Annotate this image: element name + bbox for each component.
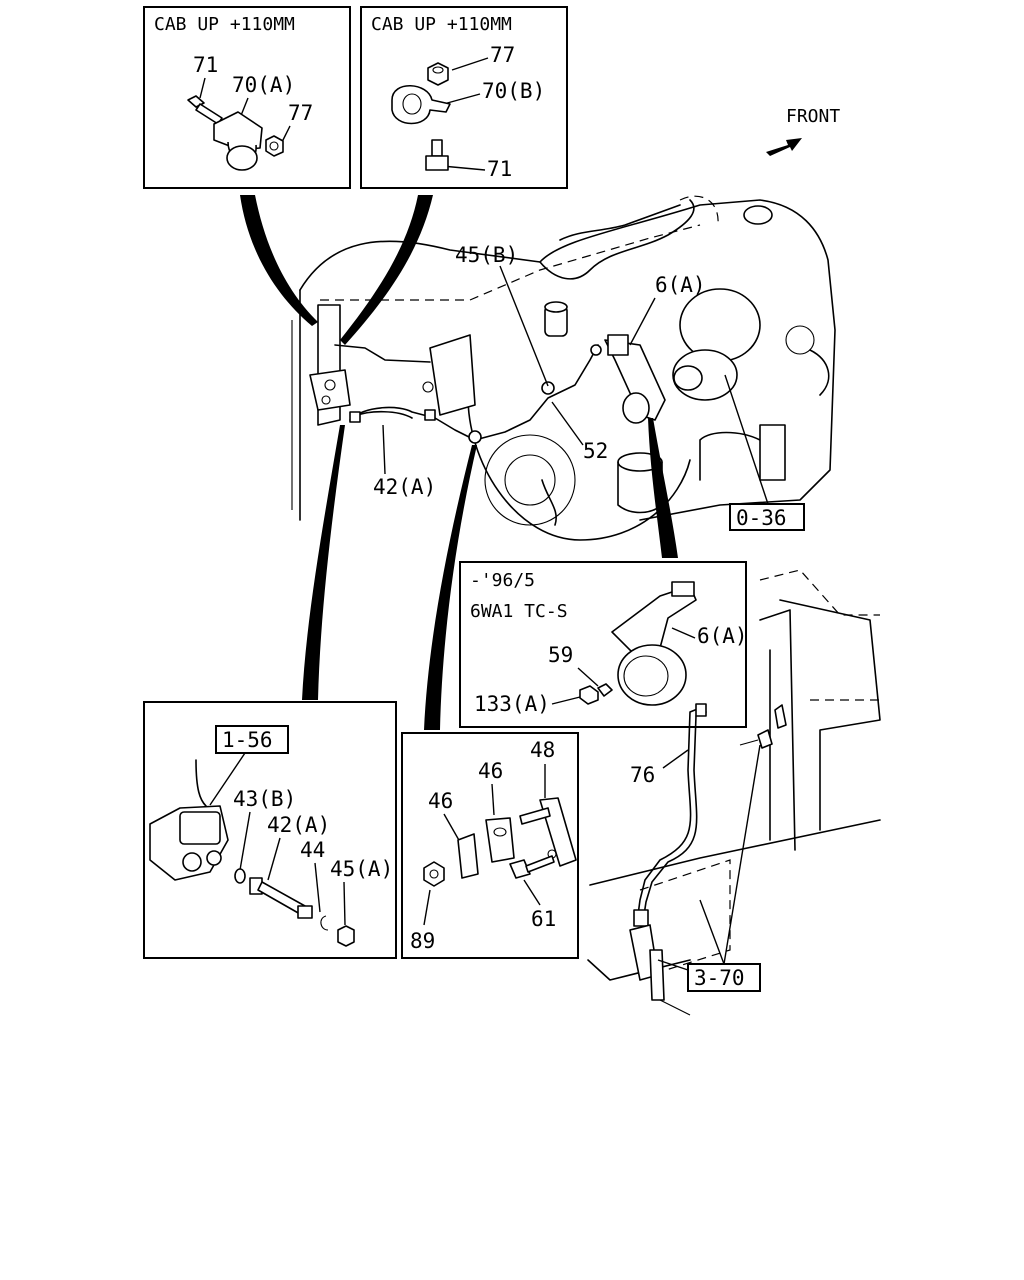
inset-tl-label-77: 77: [288, 101, 313, 125]
inset-bottom-mid: 48 46 46 61 89: [401, 732, 579, 959]
ref-box-0-36: 0-36: [736, 506, 787, 530]
inset-tl-label-70a: 70(A): [232, 73, 295, 97]
front-arrow-icon: [766, 138, 802, 156]
callout-swoosh-top-right: [340, 195, 433, 345]
callout-swoosh-bottom-mid: [424, 445, 477, 730]
ref-box-0-36-frame: [729, 503, 805, 531]
callout-swoosh-top-left: [240, 195, 318, 326]
frame-label-76: 76: [630, 763, 655, 787]
label-42a: 42(A): [373, 475, 436, 499]
inset-top-left-title: CAB UP +110MM: [154, 14, 295, 35]
ref-box-1-56: 1-56: [222, 728, 273, 752]
inset-bl-label-43b: 43(B): [233, 787, 296, 811]
main-labels: 45(B) 6(A) 52 42(A) 0-36 FRONT: [373, 106, 840, 531]
callout-swoosh-bottom-left: [302, 425, 345, 700]
callout-swoosh-variant: [648, 418, 678, 558]
inset-top-right-title: CAB UP +110MM: [371, 14, 512, 35]
inset-bottom-left: 1-56 43(B) 42(A) 44 45(A): [143, 701, 397, 959]
label-52: 52: [583, 439, 608, 463]
ref-box-1-56-frame: [215, 725, 289, 754]
variant-title-line2: 6WA1 TC-S: [470, 601, 568, 622]
inset-tr-label-71: 71: [487, 157, 512, 181]
inset-tr-label-70b: 70(B): [482, 79, 545, 103]
front-label: FRONT: [786, 106, 840, 127]
inset-tr-label-77: 77: [490, 43, 515, 67]
inset-variant: -'96/5 6WA1 TC-S 6(A) 59 133(A): [459, 561, 748, 728]
variant-label-6a: 6(A): [697, 624, 748, 648]
inset-bm-label-89: 89: [410, 929, 435, 953]
inset-top-right: CAB UP +110MM 77 70(B) 71: [360, 6, 568, 189]
variant-label-133a: 133(A): [474, 692, 550, 716]
engine-illustration: [291, 195, 836, 541]
frame-illustration: 76 3-70: [587, 569, 881, 1016]
inset-tl-label-71: 71: [193, 53, 218, 77]
ref-box-3-70: 3-70: [694, 966, 745, 990]
inset-bm-label-46-top: 46: [478, 759, 503, 783]
inset-bm-label-48: 48: [530, 738, 555, 762]
inset-bm-label-46-left: 46: [428, 789, 453, 813]
label-6a: 6(A): [655, 273, 706, 297]
inset-bl-label-44: 44: [300, 838, 325, 862]
inset-bl-label-45a: 45(A): [330, 857, 393, 881]
inset-bl-label-42a: 42(A): [267, 813, 330, 837]
inset-top-left: CAB UP +110MM 71 70(A) 77: [143, 6, 351, 189]
label-45b: 45(B): [455, 243, 518, 267]
variant-label-59: 59: [548, 643, 573, 667]
inset-bm-label-61: 61: [531, 907, 556, 931]
variant-title-line1: -'96/5: [470, 570, 535, 591]
